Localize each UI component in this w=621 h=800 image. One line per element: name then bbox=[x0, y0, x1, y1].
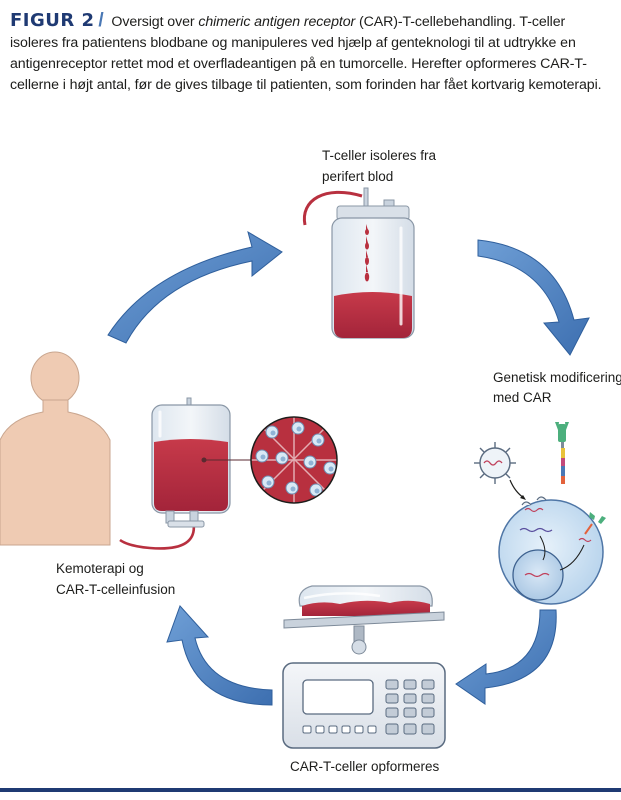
label-infusion-line2: CAR-T-celleinfusion bbox=[56, 582, 175, 597]
figure-label: FIGUR 2 bbox=[10, 10, 95, 31]
label-expansion: CAR-T-celler opformeres bbox=[290, 759, 440, 774]
label-isolation-line2: perifert blod bbox=[322, 169, 393, 184]
label-modification-line1: Genetisk modificering bbox=[493, 370, 621, 385]
arrow-to-isolation bbox=[107, 230, 283, 344]
cell-culture-bioreactor bbox=[283, 585, 445, 655]
arrow-to-modification bbox=[477, 239, 590, 356]
caption-text-start: Oversigt over bbox=[111, 14, 199, 30]
label-isolation-line1: T-celler isoleres fra bbox=[322, 148, 437, 163]
arrow-to-expansion bbox=[455, 609, 557, 705]
label-infusion-line1: Kemoterapi og bbox=[56, 561, 144, 576]
label-modification-line2: med CAR bbox=[493, 390, 552, 405]
caption-text-end: (CAR)-T-cellebehandling. T-celler isoler… bbox=[10, 14, 602, 93]
magnified-cells-circle bbox=[250, 416, 338, 504]
car-receptor-icon bbox=[555, 422, 569, 484]
isolation-blood-bag bbox=[302, 187, 415, 339]
infusion-blood-bag bbox=[119, 397, 251, 550]
transduced-t-cell-icon bbox=[498, 479, 606, 605]
car-t-cycle-diagram: T-celler isoleres fra perifert blod Gene… bbox=[0, 148, 621, 774]
viral-vector-icon bbox=[474, 442, 516, 484]
patient-silhouette bbox=[0, 351, 111, 546]
figure-slash: / bbox=[98, 10, 104, 31]
arrow-to-infusion bbox=[166, 605, 273, 706]
caption-italic-term: chimeric antigen receptor bbox=[198, 14, 356, 30]
incubator-device bbox=[282, 662, 446, 749]
membrane-car-icon bbox=[584, 512, 606, 535]
bottom-rule bbox=[0, 788, 621, 792]
figure-caption: FIGUR 2 / Oversigt over chimeric antigen… bbox=[10, 10, 612, 96]
